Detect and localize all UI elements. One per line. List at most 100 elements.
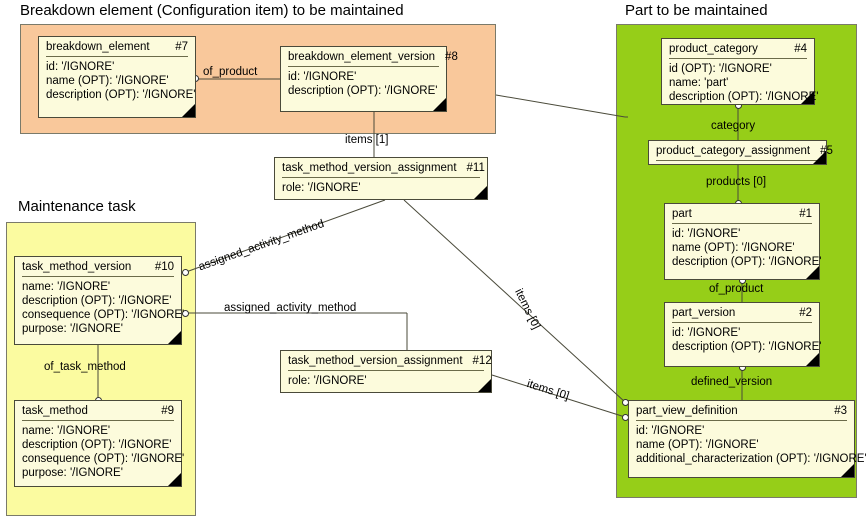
entity-attributes: id: '/IGNORE' name (OPT): '/IGNORE' desc… xyxy=(39,57,195,107)
folded-corner-icon xyxy=(478,379,491,392)
entity-name: part_view_definition xyxy=(636,405,738,417)
entity-box-part-view-definition[interactable]: part_view_definition #3 id: '/IGNORE' na… xyxy=(628,400,866,478)
entity-header: breakdown_element_version #8 xyxy=(281,47,458,66)
entity-attribute: name: '/IGNORE' xyxy=(22,425,111,437)
entity-attribute: id: '/IGNORE' xyxy=(288,71,357,83)
folded-corner-icon xyxy=(182,104,195,117)
entity-divider xyxy=(672,223,812,224)
entity-divider xyxy=(282,177,480,178)
entity-attribute: description (OPT): '/IGNORE' xyxy=(22,295,172,307)
folded-corner-icon xyxy=(474,186,487,199)
entity-attributes: id: '/IGNORE' description (OPT): '/IGNOR… xyxy=(665,323,822,359)
entity-id: #1 xyxy=(799,208,812,220)
entity-attribute: consequence (OPT): '/IGNORE' xyxy=(22,309,185,321)
entity-divider xyxy=(288,370,484,371)
entity-attributes: id: '/IGNORE' name (OPT): '/IGNORE' desc… xyxy=(665,224,822,274)
entity-attribute: description (OPT): '/IGNORE' xyxy=(672,256,822,268)
entity-box-task-method-version[interactable]: task_method_version #10 name: '/IGNORE' … xyxy=(14,256,185,345)
entity-name: breakdown_element xyxy=(46,41,150,53)
entity-attribute: role: '/IGNORE' xyxy=(288,375,367,387)
entity-box-task-method[interactable]: task_method #9 name: '/IGNORE' descripti… xyxy=(14,400,185,487)
region-title-task: Maintenance task xyxy=(18,198,136,215)
edge-label-items-1: items [1] xyxy=(345,134,389,146)
entity-id: #12 xyxy=(472,355,492,367)
entity-name: breakdown_element_version xyxy=(288,51,436,63)
entity-header: part #1 xyxy=(665,204,819,223)
edge-label-of-task-method: of_task_method xyxy=(44,361,126,373)
entity-box-breakdown-element-version[interactable]: breakdown_element_version #8 id: '/IGNOR… xyxy=(280,46,458,112)
entity-attribute: id: '/IGNORE' xyxy=(636,425,705,437)
entity-attributes: id: '/IGNORE' name (OPT): '/IGNORE' addi… xyxy=(629,421,866,471)
edge-label-of-product-7-8: of_product xyxy=(203,66,258,78)
entity-box-task-method-version-assignment-11[interactable]: task_method_version_assignment #11 role:… xyxy=(274,157,488,200)
entity-divider xyxy=(22,420,174,421)
entity-header: breakdown_element #7 xyxy=(39,37,195,56)
entity-name: task_method_version_assignment xyxy=(282,162,457,174)
entity-attribute: description (OPT): '/IGNORE' xyxy=(672,341,822,353)
entity-attribute: consequence (OPT): '/IGNORE' xyxy=(22,453,185,465)
entity-attributes: role: '/IGNORE' xyxy=(281,371,491,392)
folded-corner-icon xyxy=(806,266,819,279)
connector-dot-e10-assigned-12 xyxy=(182,310,189,317)
entity-attribute: id: '/IGNORE' xyxy=(46,61,115,73)
entity-attribute: description (OPT): '/IGNORE' xyxy=(46,89,196,101)
entity-header: product_category_assignment #5 xyxy=(649,141,833,160)
entity-attribute: description (OPT): '/IGNORE' xyxy=(288,85,438,97)
entity-box-task-method-version-assignment-12[interactable]: task_method_version_assignment #12 role:… xyxy=(280,350,492,393)
folded-corner-icon xyxy=(433,98,446,111)
edge-label-products-0: products [0] xyxy=(706,176,767,188)
entity-attribute: name: 'part' xyxy=(669,77,729,89)
edge-label-of-product-1-2: of_product xyxy=(709,283,764,295)
entity-divider xyxy=(288,66,439,67)
entity-id: #7 xyxy=(175,41,188,53)
edge-label-assigned-activity-method-12: assigned_activity_method xyxy=(224,302,357,314)
entity-attributes: id: '/IGNORE' description (OPT): '/IGNOR… xyxy=(281,67,446,103)
connector-dot-e10-assigned-11 xyxy=(182,269,189,276)
region-title-part: Part to be maintained xyxy=(625,2,768,19)
edge-label-defined-version: defined_version xyxy=(691,376,773,388)
entity-name: task_method xyxy=(22,405,88,417)
entity-attribute: purpose: '/IGNORE' xyxy=(22,467,123,479)
folded-corner-icon xyxy=(168,473,181,486)
entity-attribute: id: '/IGNORE' xyxy=(672,327,741,339)
entity-attribute: description (OPT): '/IGNORE' xyxy=(22,439,172,451)
folded-corner-icon xyxy=(168,331,181,344)
entity-divider xyxy=(22,276,174,277)
entity-box-product-category-assignment[interactable]: product_category_assignment #5 xyxy=(648,140,833,165)
folded-corner-icon xyxy=(813,151,826,164)
entity-box-product-category[interactable]: product_category #4 id (OPT): '/IGNORE' … xyxy=(661,38,818,105)
entity-header: task_method_version_assignment #12 xyxy=(281,351,492,370)
entity-attributes: role: '/IGNORE' xyxy=(275,178,487,199)
entity-box-part-version[interactable]: part_version #2 id: '/IGNORE' descriptio… xyxy=(664,302,822,367)
entity-header: task_method_version_assignment #11 xyxy=(275,158,487,177)
entity-attribute: name (OPT): '/IGNORE' xyxy=(46,75,169,87)
entity-divider xyxy=(672,322,812,323)
entity-id: #8 xyxy=(445,51,458,63)
entity-box-part[interactable]: part #1 id: '/IGNORE' name (OPT): '/IGNO… xyxy=(664,203,822,280)
entity-box-breakdown-element[interactable]: breakdown_element #7 id: '/IGNORE' name … xyxy=(38,36,196,118)
entity-divider xyxy=(656,160,819,161)
entity-attribute: description (OPT): '/IGNORE' xyxy=(669,91,819,103)
entity-header: task_method_version #10 xyxy=(15,257,181,276)
entity-header: part_view_definition #3 xyxy=(629,401,854,420)
entity-attribute: role: '/IGNORE' xyxy=(282,182,361,194)
entity-id: #10 xyxy=(154,261,174,273)
entity-attribute: purpose: '/IGNORE' xyxy=(22,323,123,335)
edge-label-category: category xyxy=(711,120,756,132)
entity-attribute: name (OPT): '/IGNORE' xyxy=(672,242,795,254)
entity-name: task_method_version xyxy=(22,261,132,273)
entity-id: #9 xyxy=(161,405,174,417)
folded-corner-icon xyxy=(801,91,814,104)
entity-header: part_version #2 xyxy=(665,303,819,322)
entity-divider xyxy=(636,420,847,421)
entity-name: part xyxy=(672,208,692,220)
entity-attributes: id (OPT): '/IGNORE' name: 'part' descrip… xyxy=(662,59,819,109)
entity-name: product_category xyxy=(669,43,758,55)
entity-attributes: name: '/IGNORE' description (OPT): '/IGN… xyxy=(15,421,185,485)
entity-attribute: additional_characterization (OPT): '/IGN… xyxy=(636,453,866,465)
entity-attribute: id: '/IGNORE' xyxy=(672,228,741,240)
entity-divider xyxy=(46,56,188,57)
folded-corner-icon xyxy=(806,353,819,366)
